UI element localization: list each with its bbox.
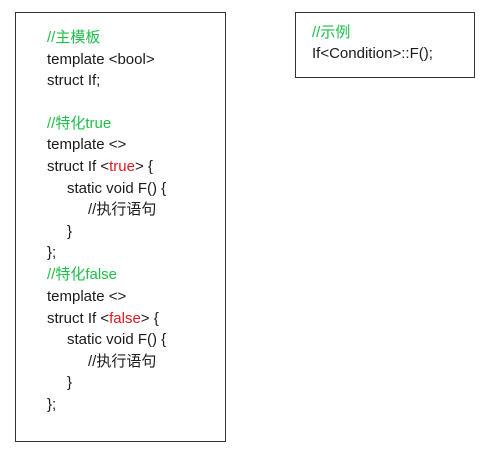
false-function-body: //执行语句	[88, 353, 157, 370]
false-function-declaration: static void F() {	[67, 331, 167, 348]
primary-template-declaration: template <bool>	[47, 51, 155, 68]
true-function-declaration: static void F() {	[67, 180, 167, 197]
primary-template-comment: //主模板	[47, 29, 101, 46]
true-value: true	[109, 158, 135, 175]
false-struct-line: struct If <false> {	[47, 308, 159, 329]
false-function-close: }	[67, 374, 73, 391]
true-function-body: //执行语句	[88, 201, 157, 218]
false-struct-suffix: > {	[140, 310, 159, 327]
example-call: If<Condition>::F();	[312, 45, 433, 62]
true-struct-close: };	[47, 244, 57, 261]
true-function-close: }	[67, 223, 73, 240]
example-panel: //示例 If<Condition>::F();	[295, 12, 475, 78]
true-struct-suffix: > {	[134, 158, 153, 175]
false-struct-prefix: struct If <	[47, 310, 110, 327]
code-panel: //主模板 template <bool> struct If; //特化tru…	[15, 12, 226, 442]
true-specialization-comment: //特化true	[47, 115, 112, 132]
true-struct-line: struct If <true> {	[47, 156, 153, 177]
primary-struct-declaration: struct If;	[47, 72, 101, 89]
false-specialization-comment: //特化false	[47, 266, 118, 283]
example-comment: //示例	[312, 24, 351, 41]
true-struct-prefix: struct If <	[47, 158, 110, 175]
true-template-declaration: template <>	[47, 136, 127, 153]
false-template-declaration: template <>	[47, 288, 127, 305]
false-value: false	[109, 310, 141, 327]
false-struct-close: };	[47, 396, 57, 413]
